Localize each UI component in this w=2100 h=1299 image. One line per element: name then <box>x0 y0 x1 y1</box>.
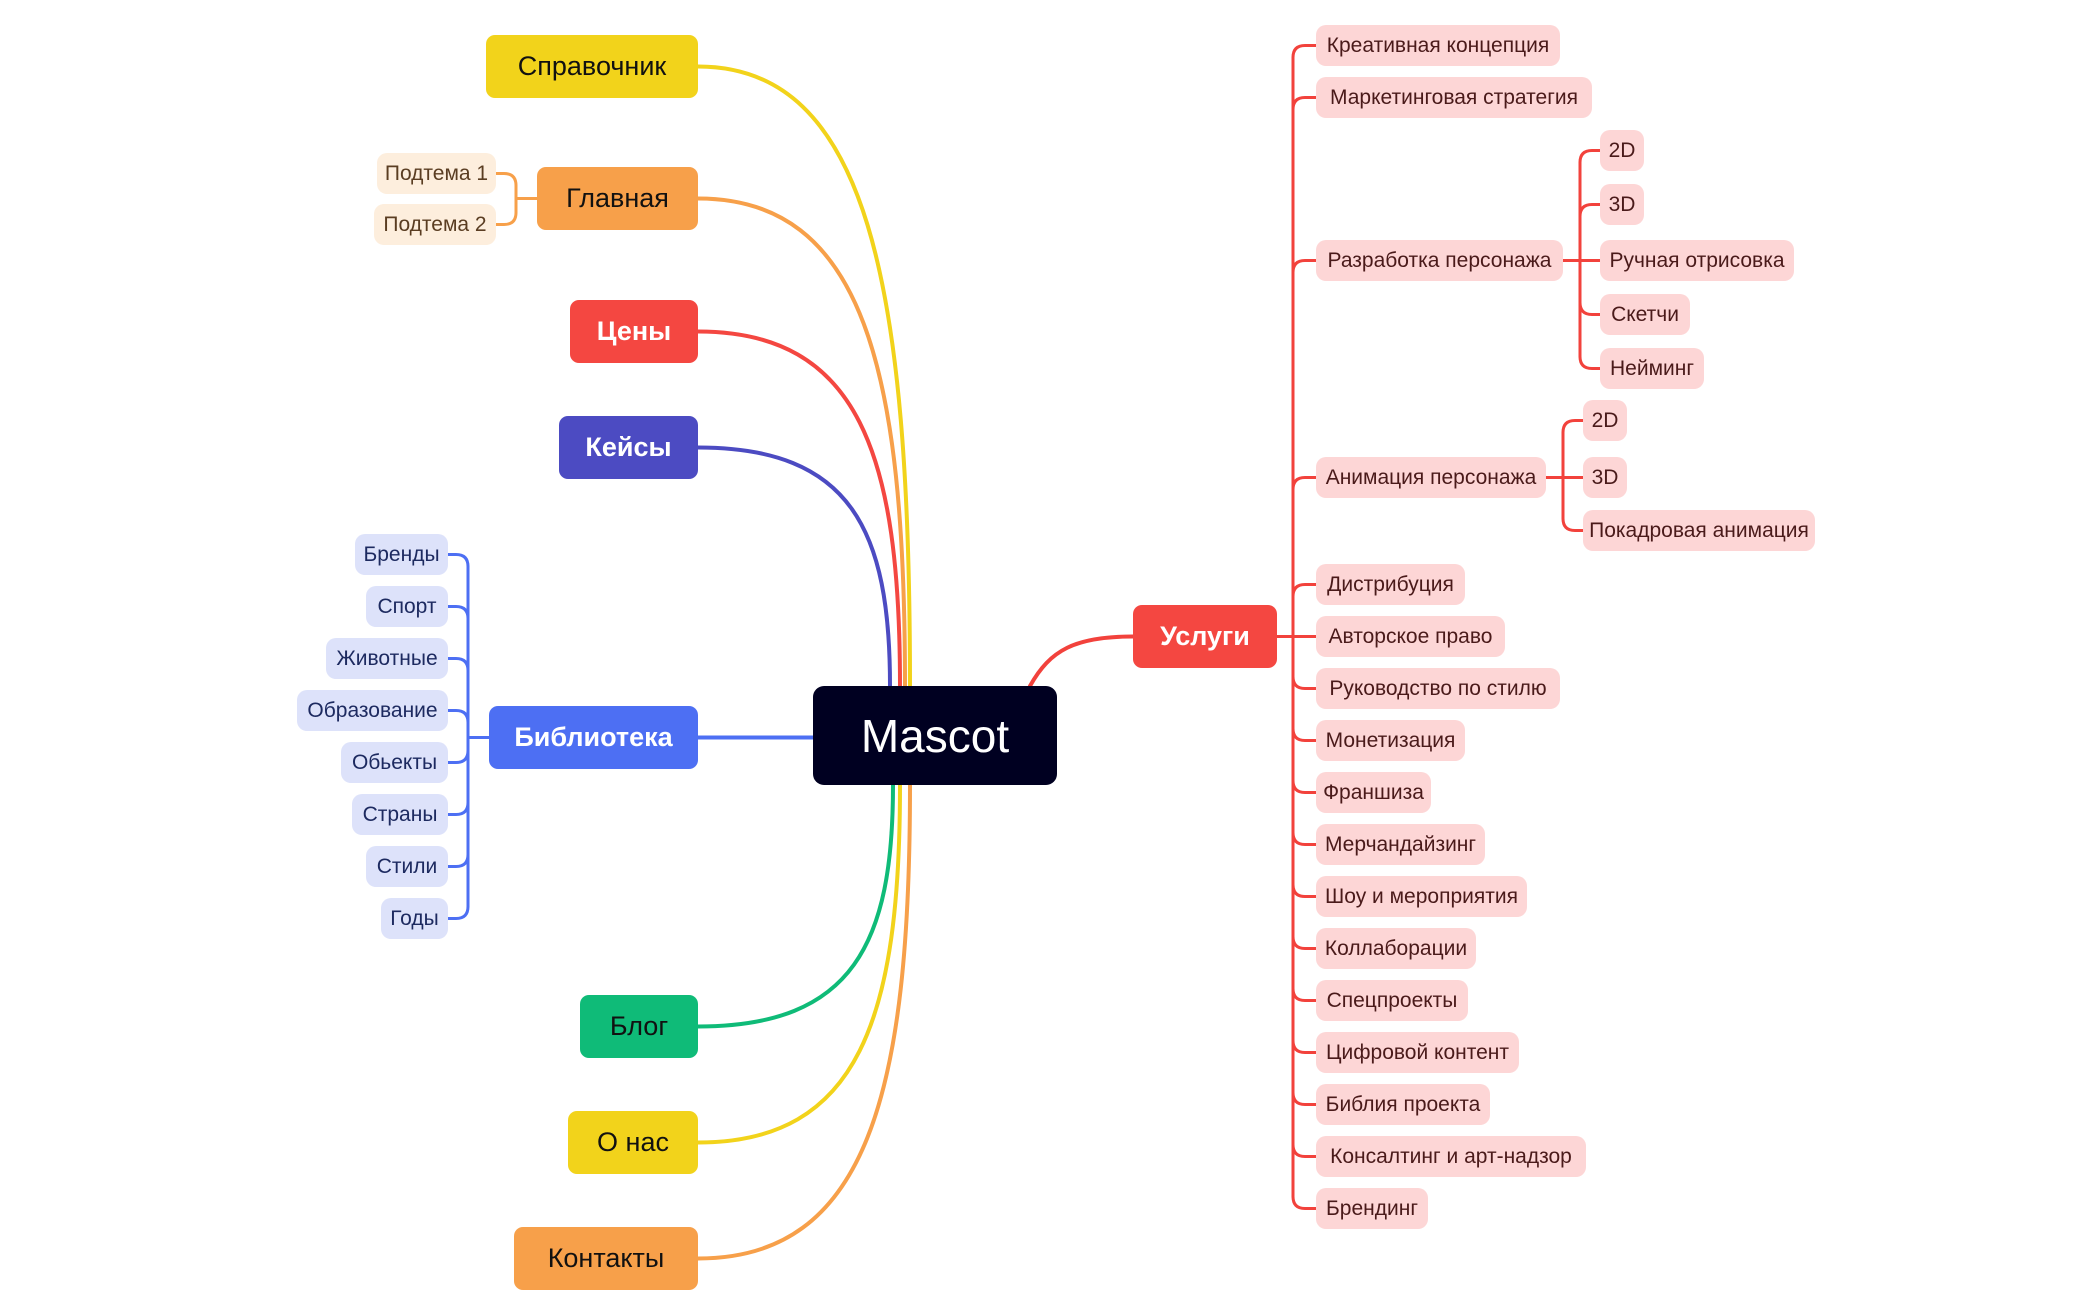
topic-kontakty[interactable]: Контакты <box>514 1227 698 1290</box>
uslugi-bracket-branch-0 <box>1291 44 1318 59</box>
uslugi-bracket-branch-14 <box>1291 1091 1318 1106</box>
service-rukovodstvo-po-stilyu[interactable]: Руководство по стилю <box>1316 668 1560 709</box>
glavnaya-bracket-branch-0 <box>494 172 518 187</box>
animaciya-item-pokadrovaya-animaciya[interactable]: Покадровая анимация <box>1583 510 1815 551</box>
library-item-obrazovanie[interactable]: Образование <box>297 690 448 731</box>
link-spravochnik <box>696 64 912 688</box>
uslugi-bracket-branch-7 <box>1291 727 1318 742</box>
uslugi-bracket-branch-6 <box>1291 675 1318 690</box>
root-node-mascot[interactable]: Mascot <box>813 686 1057 785</box>
uslugi-bracket-branch-2 <box>1291 259 1318 274</box>
biblioteka-bracket-branch-2 <box>446 657 470 672</box>
library-item-sport[interactable]: Спорт <box>366 586 448 627</box>
service-brending[interactable]: Брендинг <box>1316 1188 1428 1229</box>
uslugi-bracket-branch-8 <box>1291 779 1318 794</box>
uslugi-bracket-branch-9 <box>1291 831 1318 846</box>
link-o-nas <box>696 783 902 1145</box>
uslugi-bracket-branch-16 <box>1291 1195 1318 1210</box>
uslugi-bracket-branch-10 <box>1291 883 1318 898</box>
animaciya-item-2d[interactable]: 2D <box>1583 400 1627 441</box>
link-glavnaya <box>696 196 907 688</box>
razrabotka-item-sketchi[interactable]: Скетчи <box>1600 294 1690 335</box>
uslugi-bracket-branch-12 <box>1291 987 1318 1002</box>
uslugi-bracket-branch-13 <box>1291 1039 1318 1054</box>
service-konsalting-i-art-nadzor[interactable]: Консалтинг и арт-надзор <box>1316 1136 1586 1177</box>
link-keysy <box>696 445 892 688</box>
library-item-gody[interactable]: Годы <box>381 898 448 939</box>
uslugi-bracket-branch-15 <box>1291 1143 1318 1158</box>
topic-uslugi[interactable]: Услуги <box>1133 605 1277 668</box>
biblioteka-bracket-branch-5 <box>446 801 470 816</box>
glavnaya-bracket-branch-1 <box>494 211 518 226</box>
link-ceny <box>696 329 902 688</box>
library-item-stili[interactable]: Стили <box>366 846 448 887</box>
link-kontakty <box>696 783 912 1261</box>
biblioteka-bracket-branch-0 <box>446 553 470 568</box>
service-franshiza[interactable]: Франшиза <box>1316 772 1431 813</box>
service-marketingovaya-strategiya[interactable]: Маркетинговая стратегия <box>1316 77 1592 118</box>
link-uslugi <box>1028 634 1135 688</box>
topic-spravochnik[interactable]: Справочник <box>486 35 698 98</box>
subtopic-podtema-1[interactable]: Подтема 1 <box>377 153 496 194</box>
service-shou-i-meropriyatiya[interactable]: Шоу и мероприятия <box>1316 876 1527 917</box>
biblioteka-bracket-branch-6 <box>446 853 470 868</box>
animaciya-item-3d[interactable]: 3D <box>1583 457 1627 498</box>
library-item-obekty[interactable]: Обьекты <box>341 742 448 783</box>
razrabotka-bracket-branch-3 <box>1578 301 1602 316</box>
topic-keysy[interactable]: Кейсы <box>559 416 698 479</box>
service-merchandayzing[interactable]: Мерчандайзинг <box>1316 824 1485 865</box>
topic-biblioteka[interactable]: Библиотека <box>489 706 698 769</box>
razrabotka-item-2d[interactable]: 2D <box>1600 130 1644 171</box>
service-razrabotka-personazha[interactable]: Разработка персонажа <box>1316 240 1563 281</box>
service-kreativnaya-koncepciya[interactable]: Креативная концепция <box>1316 25 1560 66</box>
uslugi-bracket-branch-11 <box>1291 935 1318 950</box>
uslugi-bracket-branch-1 <box>1291 96 1318 111</box>
razrabotka-item-neyming[interactable]: Нейминг <box>1600 348 1704 389</box>
topic-o-nas[interactable]: О нас <box>568 1111 698 1174</box>
library-item-zhivotnye[interactable]: Животные <box>326 638 448 679</box>
service-kollaboracii[interactable]: Коллаборации <box>1316 928 1476 969</box>
library-item-strany[interactable]: Страны <box>352 794 448 835</box>
biblioteka-bracket-branch-7 <box>446 905 470 920</box>
biblioteka-bracket-branch-1 <box>446 605 470 620</box>
service-cifrovoy-kontent[interactable]: Цифровой контент <box>1316 1032 1519 1073</box>
service-bibliya-proekta[interactable]: Библия проекта <box>1316 1084 1490 1125</box>
topic-ceny[interactable]: Цены <box>570 300 698 363</box>
razrabotka-bracket-branch-4 <box>1578 355 1602 370</box>
service-avtorskoe-pravo[interactable]: Авторское право <box>1316 616 1505 657</box>
razrabotka-item-ruchnaya-otrisovka[interactable]: Ручная отрисовка <box>1600 240 1794 281</box>
service-monetizaciya[interactable]: Монетизация <box>1316 720 1465 761</box>
animaciya-bracket-branch-2 <box>1561 517 1585 532</box>
animaciya-bracket-branch-0 <box>1561 419 1585 434</box>
uslugi-bracket-branch-4 <box>1291 583 1318 598</box>
topic-blog[interactable]: Блог <box>580 995 698 1058</box>
biblioteka-bracket-branch-4 <box>446 749 470 764</box>
service-distribuciya[interactable]: Дистрибуция <box>1316 564 1465 605</box>
uslugi-bracket-branch-3 <box>1291 476 1318 491</box>
service-animaciya-personazha[interactable]: Анимация персонажа <box>1316 457 1546 498</box>
razrabotka-item-3d[interactable]: 3D <box>1600 184 1644 225</box>
service-specproekty[interactable]: Спецпроекты <box>1316 980 1468 1021</box>
library-item-brendy[interactable]: Бренды <box>355 534 448 575</box>
topic-glavnaya[interactable]: Главная <box>537 167 698 230</box>
razrabotka-bracket-branch-1 <box>1578 203 1602 218</box>
subtopic-podtema-2[interactable]: Подтема 2 <box>374 204 496 245</box>
biblioteka-bracket-branch-3 <box>446 709 470 724</box>
razrabotka-bracket-branch-0 <box>1578 149 1602 164</box>
link-blog <box>696 783 895 1029</box>
